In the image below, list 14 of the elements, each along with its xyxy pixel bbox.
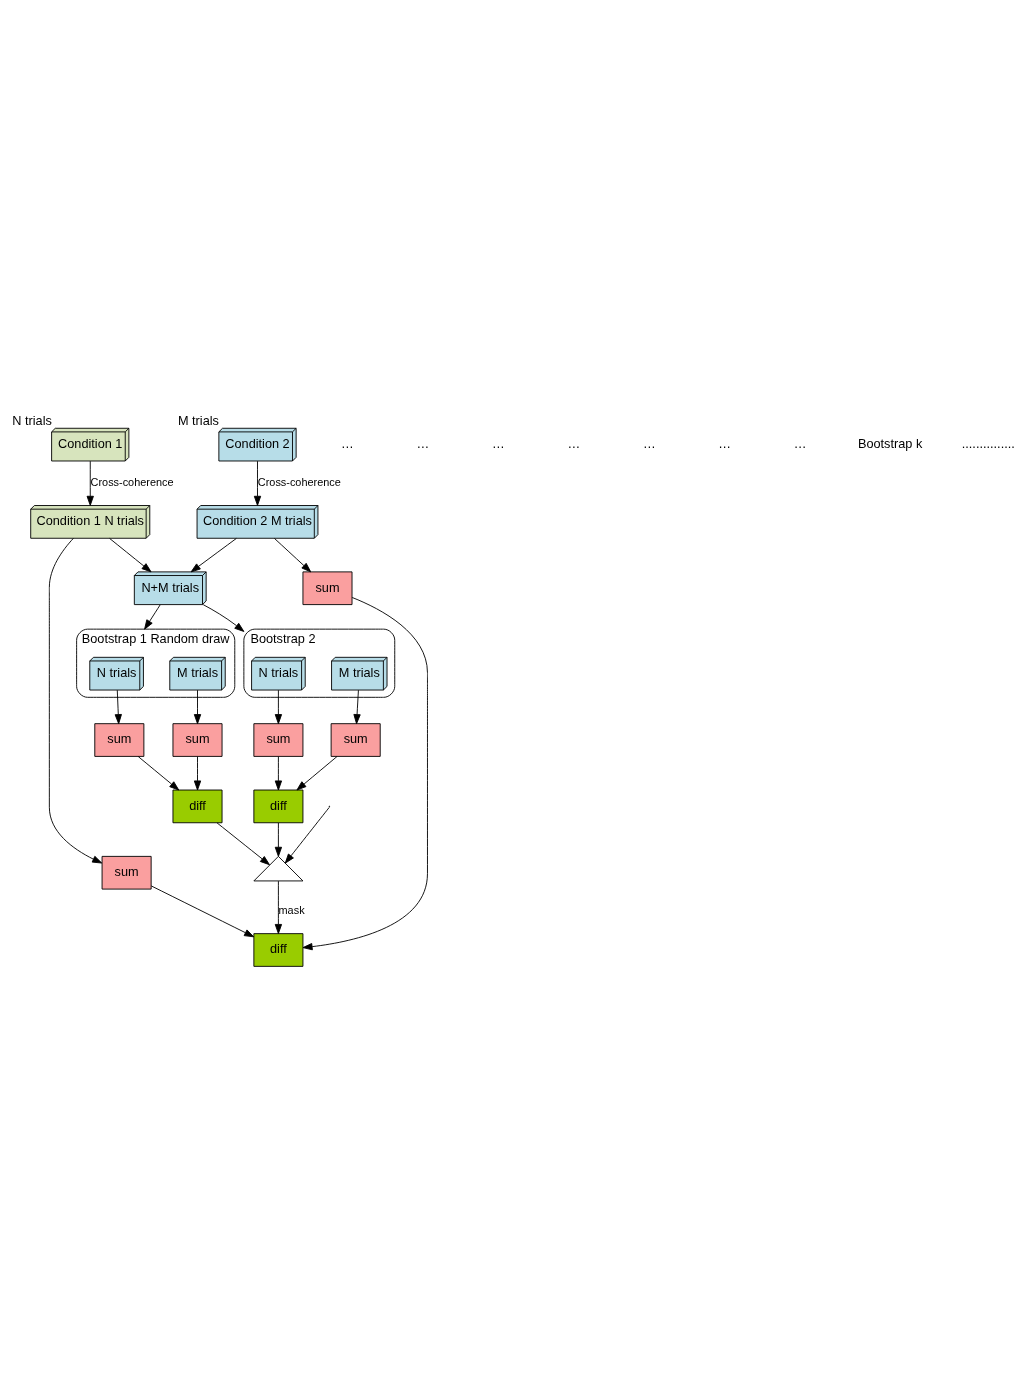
label: … (416, 435, 430, 451)
node-label: M trials (177, 412, 219, 428)
label: … (567, 435, 581, 451)
label: … (341, 435, 354, 451)
edge-label: Cross-coherence (257, 475, 341, 488)
edge-label: Cross-coherence (90, 475, 174, 488)
label: ............... (961, 435, 1015, 451)
label: … (642, 435, 656, 451)
node-label: N trials (12, 412, 52, 428)
label: … (718, 435, 732, 451)
label: … (492, 435, 505, 451)
label: … (793, 435, 807, 451)
label: Bootstrap k (857, 435, 923, 451)
edge-label: mask (278, 903, 305, 916)
